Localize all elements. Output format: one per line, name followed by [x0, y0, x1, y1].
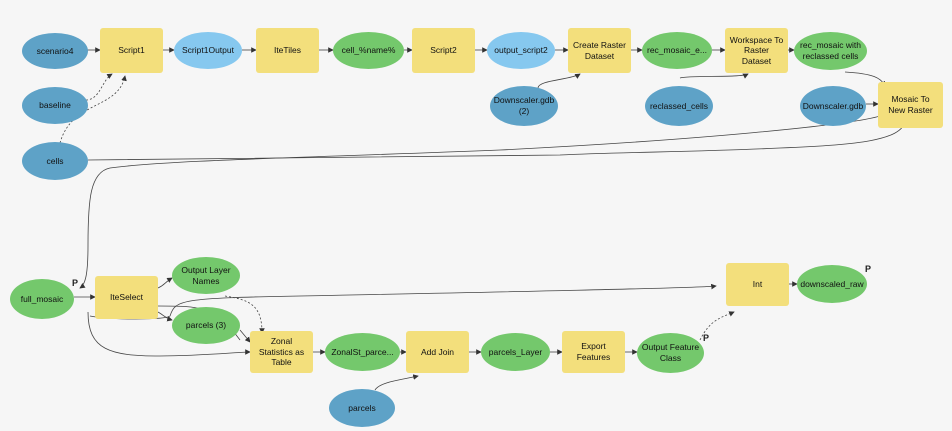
- connector-mosaic-fullmosaic: [79, 115, 881, 289]
- connector-cells-script1: [59, 75, 127, 144]
- node-parcels[interactable]: parcels: [329, 389, 395, 427]
- node-create-raster-dataset[interactable]: Create Raster Dataset: [568, 28, 631, 73]
- node-baseline[interactable]: baseline: [22, 87, 88, 124]
- node-output-layer-names[interactable]: Output Layer Names: [172, 257, 240, 294]
- connector-reclassed-workspace: [679, 73, 749, 79]
- node-cells[interactable]: cells: [22, 142, 88, 180]
- node-output-script2[interactable]: output_script2: [487, 32, 555, 69]
- node-int[interactable]: Int: [726, 263, 789, 306]
- node-output-feature-class[interactable]: Output Feature Class: [637, 333, 704, 373]
- param-marker-downscaled-raw: P: [865, 264, 872, 274]
- node-downscaler-gdb[interactable]: Downscaler.gdb: [800, 86, 866, 126]
- node-rec-mosaic-e[interactable]: rec_mosaic_e...: [642, 32, 712, 69]
- connector-iteselect-parcels3: [157, 311, 173, 322]
- node-mosaic-to-new-raster[interactable]: Mosaic To New Raster: [878, 82, 943, 128]
- param-marker-output-feature: P: [703, 333, 710, 343]
- node-full-mosaic[interactable]: full_mosaic: [10, 279, 74, 319]
- connector-parcels3-zonal: [239, 329, 251, 343]
- node-reclassed-cells[interactable]: reclassed_cells: [645, 86, 713, 126]
- node-rec-mosaic-reclassed[interactable]: rec_mosaic with reclassed cells: [794, 32, 867, 70]
- connector-baseline-script1: [85, 73, 113, 101]
- connector-iteselect-outputlayernames: [157, 277, 173, 289]
- connector-parcels-addjoin: [374, 374, 419, 391]
- connector-outputfeature-int: [699, 311, 735, 341]
- node-downscaled-raw[interactable]: downscaled_raw: [797, 265, 867, 303]
- param-marker-full-mosaic: P: [72, 278, 79, 288]
- connector-fullmosaic-zonal: [87, 311, 251, 357]
- node-parcels-layer[interactable]: parcels_Layer: [481, 333, 550, 371]
- node-zonalst-parce[interactable]: ZonalSt_parce...: [325, 333, 400, 371]
- connector-cells-mosaic: [87, 121, 906, 161]
- node-add-join[interactable]: Add Join: [406, 331, 469, 373]
- node-iteselect[interactable]: IteSelect: [95, 276, 158, 319]
- node-parcels-3[interactable]: parcels (3): [172, 307, 240, 344]
- node-cell-name[interactable]: cell_%name%: [333, 32, 404, 69]
- node-script1output[interactable]: Script1Output: [174, 32, 242, 69]
- node-workspace-to-raster[interactable]: Workspace To Raster Dataset: [725, 28, 788, 73]
- node-export-features[interactable]: Export Features: [562, 331, 625, 373]
- connector-downscaler2-createraster: [537, 73, 581, 89]
- node-scenario4[interactable]: scenario4: [22, 33, 88, 69]
- node-script1[interactable]: Script1: [100, 28, 163, 73]
- node-downscaler-gdb-2[interactable]: Downscaler.gdb (2): [490, 86, 558, 126]
- node-itetiles[interactable]: IteTiles: [256, 28, 319, 73]
- node-zonal-statistics[interactable]: Zonal Statistics as Table: [250, 331, 313, 373]
- connector-outputlayernames-zonal: [224, 295, 265, 334]
- node-script2[interactable]: Script2: [412, 28, 475, 73]
